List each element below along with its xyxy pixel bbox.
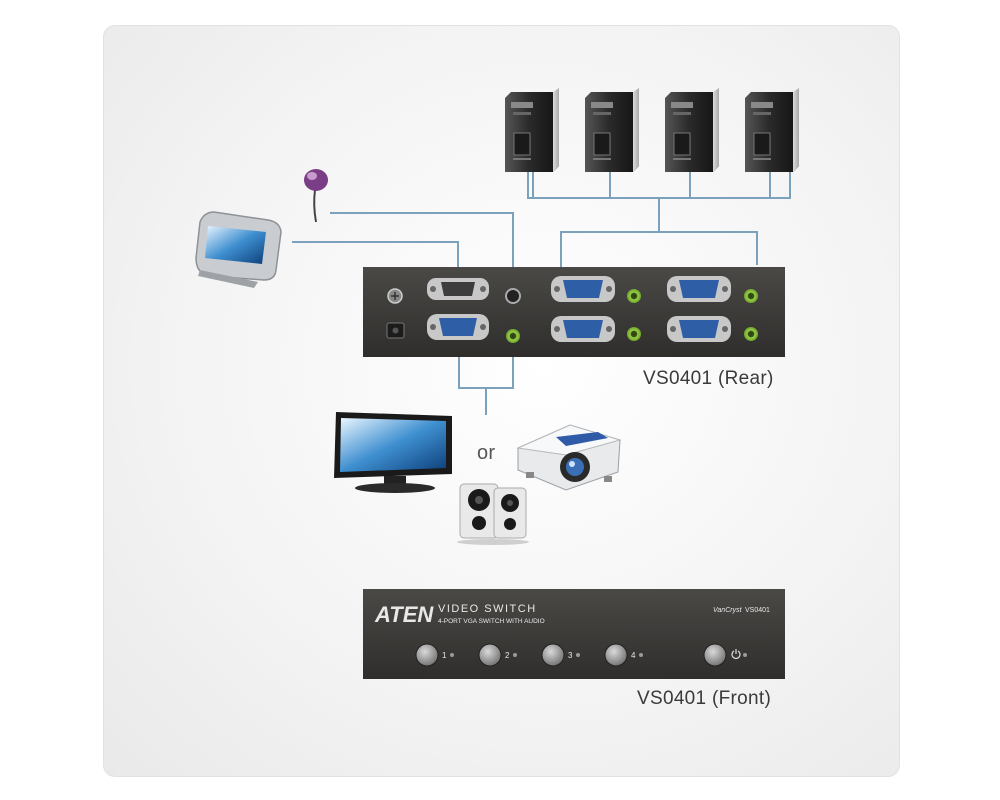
pc-port-2-audio-icon — [744, 289, 758, 303]
console-serial-port-icon — [427, 278, 489, 300]
speakers-icon — [457, 483, 529, 545]
computer-2-icon — [585, 88, 639, 172]
svg-text:4: 4 — [631, 651, 636, 660]
svg-text:2: 2 — [505, 651, 510, 660]
mic-cable — [330, 212, 514, 290]
cables — [292, 170, 791, 415]
port-button-2[interactable]: 2 — [478, 643, 517, 667]
or-label: or — [477, 442, 496, 464]
console-vga-port-icon — [427, 314, 489, 340]
computer-3-icon — [665, 88, 719, 172]
pc-port-1-audio-icon — [627, 289, 641, 303]
lcd-tv-icon — [334, 412, 452, 493]
pc-port-4-audio-icon — [744, 327, 758, 341]
pc-port-2-vga-icon — [667, 276, 731, 302]
computers-cable — [527, 170, 791, 199]
front-panel: ATEN VIDEO SWITCH 4-PORT VGA SWITCH WITH… — [363, 589, 785, 679]
port-button-4[interactable]: 4 — [604, 643, 643, 667]
rear-panel-label: VS0401 (Rear) — [643, 368, 774, 389]
projector-icon — [516, 424, 622, 491]
pc-port-1-vga-icon — [551, 276, 615, 302]
computer-4-icon — [745, 88, 799, 172]
power-icon — [731, 649, 741, 659]
pc-port-3-audio-icon — [627, 327, 641, 341]
rear-panel — [363, 267, 785, 357]
computer-1-icon — [505, 88, 559, 172]
monitor-cable — [292, 241, 459, 278]
computer-towers — [505, 88, 799, 172]
power-button[interactable] — [703, 643, 747, 667]
svg-text:1: 1 — [442, 651, 447, 660]
series-text: VanCryst — [713, 607, 743, 614]
brand-logo: ATEN — [374, 602, 434, 627]
port-button-1[interactable]: 1 — [415, 643, 454, 667]
product-line-text: VIDEO SWITCH — [438, 603, 537, 615]
port-button-3[interactable]: 3 — [541, 643, 580, 667]
product-subtitle-text: 4-PORT VGA SWITCH WITH AUDIO — [438, 618, 545, 625]
front-panel-label: VS0401 (Front) — [637, 688, 772, 709]
touch-monitor-icon — [195, 211, 282, 288]
microphone-icon — [304, 169, 328, 223]
svg-text:3: 3 — [568, 651, 573, 660]
pc-port-3-vga-icon — [551, 316, 615, 342]
pc-port-4-vga-icon — [667, 316, 731, 342]
console-audio-out-jack-icon — [506, 329, 520, 343]
model-text: VS0401 — [745, 607, 770, 614]
console-audio-jack-icon — [505, 288, 521, 304]
